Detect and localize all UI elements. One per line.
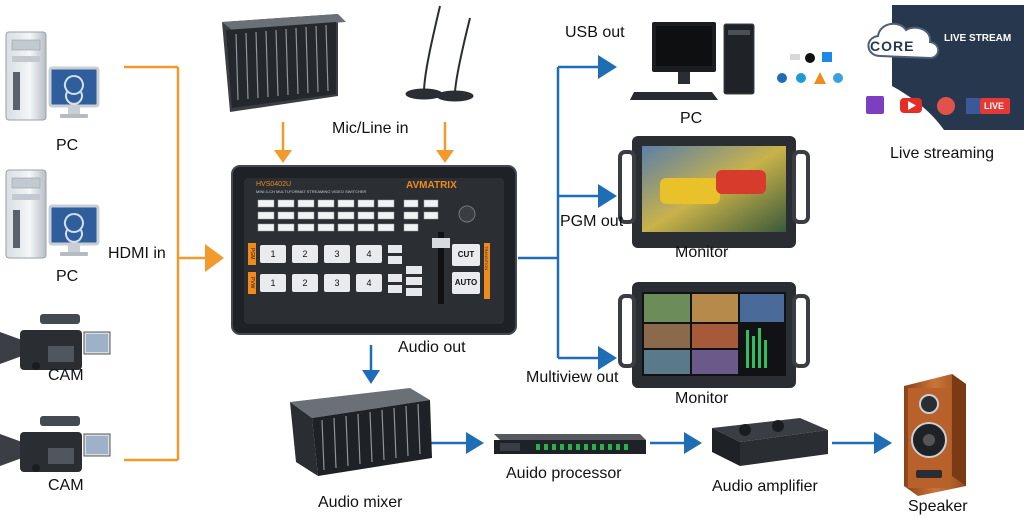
auto-button[interactable]: AUTO [452,272,480,294]
microphones-icon [405,5,474,102]
streaming-panel [866,5,1024,130]
label-cam-1: CAM [48,367,84,384]
pgm-button-3[interactable]: 3 [324,245,350,263]
switcher-title-strip: AVMATRIX HVS0402U MINI 4-CH MULTI-FORMAT… [256,180,496,194]
label-audio-amplifier: Audio amplifier [712,478,818,495]
cam-1-icon [0,314,111,370]
label-usb-out: USB out [565,24,625,41]
output-pc-icon [630,22,755,100]
pc-1-icon [5,31,100,121]
pgm-button-2[interactable]: 2 [292,245,318,263]
cut-button[interactable]: CUT [452,244,480,266]
output-arrowheads [362,55,892,454]
label-audio-out: Audio out [398,339,466,356]
label-hdmi-in: HDMI in [108,245,166,262]
label-pc-2: PC [56,268,79,285]
label-pgm-out: PGM out [560,213,624,230]
label-cam-2: CAM [48,477,84,494]
pvw-button-1[interactable]: 1 [260,274,286,292]
label-multiview-out: Multiview out [526,369,619,386]
switcher-subtitle: MINI 4-CH MULTI-FORMAT STREAMING VIDEO S… [256,189,367,194]
live-badge: LIVE [984,101,1005,111]
hdmi-in-arrowhead [205,244,224,272]
pvw-tag: PVW [249,277,255,289]
label-audio-processor: Auido processor [506,465,622,482]
input-connectors [124,65,213,462]
switcher-brand: AVMATRIX [406,180,457,191]
label-pc-1: PC [56,137,79,154]
audio-processor-icon [494,434,646,454]
pgm-button-4[interactable]: 4 [356,245,382,263]
label-monitor-2: Monitor [675,390,729,407]
core-logo: CORE [870,38,915,54]
input-audio-mixer-icon [222,14,346,112]
pc-2-icon [5,169,100,259]
pvw-button-row: 1 2 3 4 [260,274,382,292]
label-audio-mixer: Audio mixer [318,494,403,511]
transition-tag: TRANSITION [484,246,489,271]
label-speaker: Speaker [908,498,968,515]
label-live-streaming: Live streaming [890,145,995,162]
output-connectors [369,65,876,445]
label-mic-line-in: Mic/Line in [332,120,409,137]
output-audio-mixer-icon [290,388,432,476]
pgm-button-1[interactable]: 1 [260,245,286,263]
speaker-icon [904,374,966,496]
pvw-button-4[interactable]: 4 [356,274,382,292]
mic-line-arrows [274,122,454,163]
software-logos [777,52,843,84]
live-stream-banner: LIVE STREAM [944,33,1012,44]
switcher-model: HVS0402U [256,181,292,188]
label-monitor-1: Monitor [675,244,729,261]
pvw-button-2[interactable]: 2 [292,274,318,292]
pvw-button-3[interactable]: 3 [324,274,350,292]
cam-2-icon [0,416,111,472]
multiview-monitor-icon [618,282,810,388]
audio-amplifier-icon [712,418,828,466]
pgm-tag: PGM [249,248,255,260]
pgm-monitor-icon [618,136,810,248]
label-pc-out: PC [680,110,703,127]
pgm-button-row: 1 2 3 4 [260,245,382,263]
